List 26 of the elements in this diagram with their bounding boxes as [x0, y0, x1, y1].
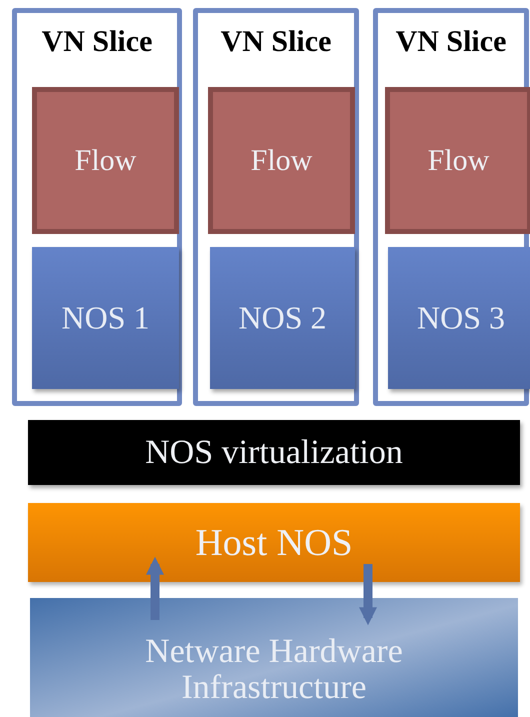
- host-layer: [28, 503, 520, 582]
- slice-heading: VN Slice: [40, 25, 154, 59]
- box-label: Flow: [426, 144, 490, 178]
- box-label: Flow: [74, 144, 138, 178]
- nos-box: [388, 247, 530, 389]
- layer-label: NOS virtualization: [144, 434, 404, 472]
- slice-heading: VN Slice: [220, 25, 332, 59]
- box-label: Flow: [250, 144, 314, 178]
- slice-heading: VN Slice: [394, 25, 508, 59]
- box-label: NOS 1: [60, 300, 150, 336]
- box-label: NOS 2: [237, 300, 328, 336]
- nos-box: [32, 247, 179, 389]
- arrow: [146, 556, 164, 620]
- slice-panel: [12, 8, 182, 406]
- layer-label: Netware Hardware Infrastructure: [144, 634, 404, 706]
- slice-panel: [373, 8, 529, 406]
- virtualization-layer: [28, 420, 520, 485]
- flow-box: [208, 87, 355, 234]
- hardware-layer: [30, 598, 518, 717]
- arrow: [359, 564, 377, 626]
- layer-label: Host NOS: [194, 520, 354, 564]
- box-label: NOS 3: [416, 300, 506, 336]
- slice-panel: [193, 8, 359, 406]
- flow-box: [32, 87, 179, 234]
- flow-box: [385, 87, 530, 234]
- nos-box: [210, 247, 355, 389]
